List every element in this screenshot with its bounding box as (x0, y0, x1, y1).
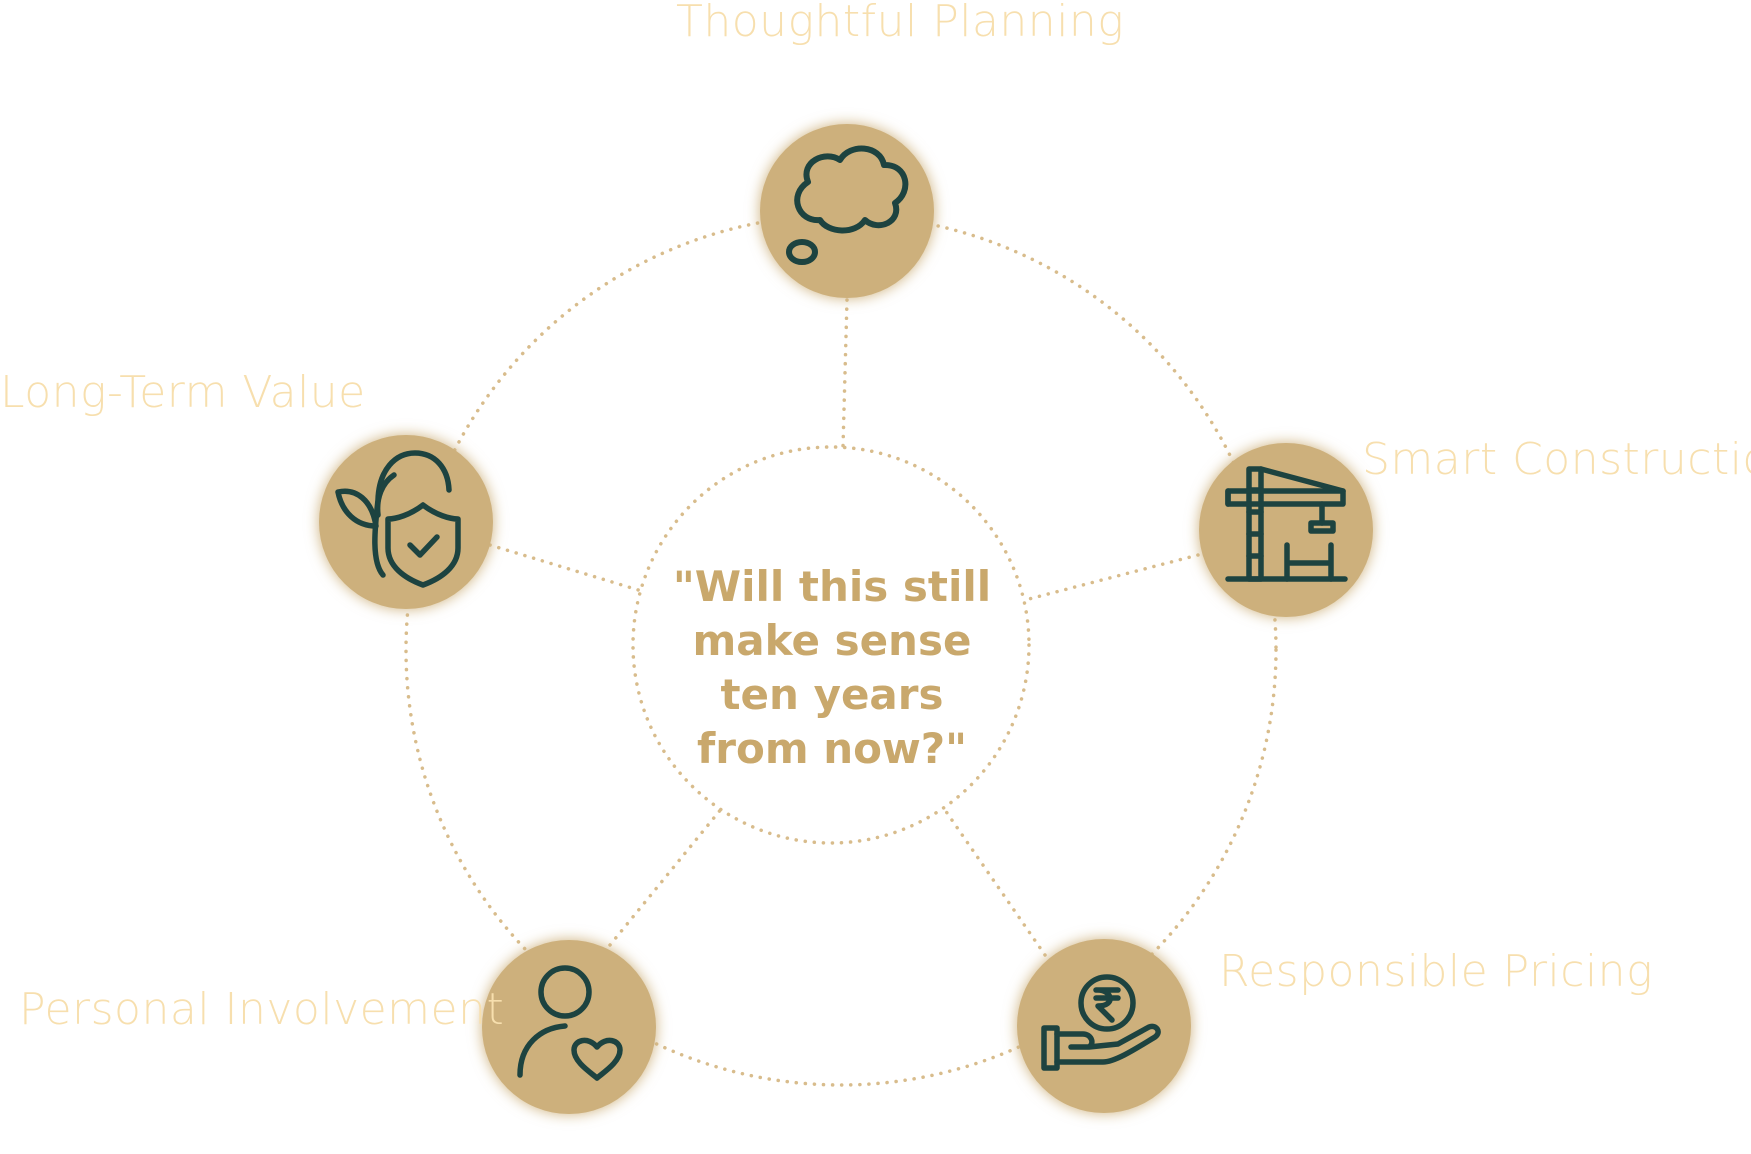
node-smart-construction (1199, 443, 1373, 617)
label-smart-construction: Smart Construction (1362, 434, 1751, 485)
node-personal-involvement (482, 940, 656, 1114)
center-question: "Will this still make sense ten years fr… (632, 560, 1032, 776)
center-circle (631, 445, 1031, 845)
crane-icon (1225, 466, 1348, 582)
label-personal-involvement: Personal Involvement (19, 984, 505, 1035)
node-responsible-pricing (1017, 939, 1191, 1113)
center-question-line: "Will this still (672, 562, 992, 611)
spoke-construction (1023, 553, 1200, 602)
label-thoughtful-planning: Thoughtful Planning (676, 0, 1125, 47)
node-long-term-value (319, 435, 493, 609)
leaf-shield-icon (335, 450, 461, 588)
center-question-line: make sense (692, 616, 972, 665)
label-responsible-pricing: Responsible Pricing (1219, 946, 1653, 997)
person-heart-icon (517, 965, 623, 1081)
label-long-term-value: Long-Term Value (0, 367, 366, 418)
node-thoughtful-planning (760, 124, 934, 298)
center-question-line: ten years (720, 670, 944, 719)
center-question-line: from now?" (696, 724, 968, 773)
spoke-pricing (943, 808, 1047, 957)
rupee-hand-icon (1041, 974, 1161, 1071)
spoke-involvement (608, 806, 724, 947)
spoke-value (488, 543, 647, 594)
thought-bubble-icon (786, 145, 909, 265)
spoke-planning (841, 298, 849, 449)
